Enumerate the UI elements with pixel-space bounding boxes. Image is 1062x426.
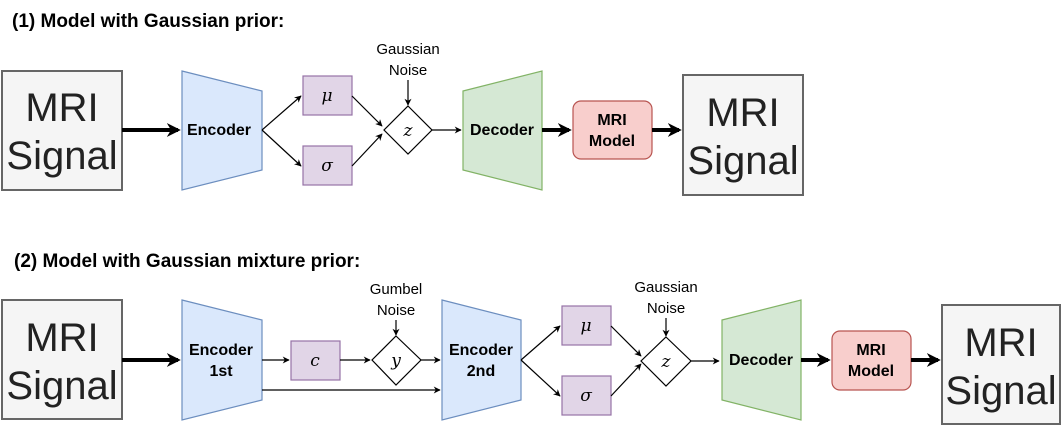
mri-model-line2: Model (589, 133, 635, 150)
input-signal-line1: MRI (25, 86, 98, 130)
arrow-sigma-to-z (351, 133, 383, 167)
encoder1-block: Encoder 1st (181, 299, 263, 421)
output-signal-box-2: MRI Signal (941, 304, 1061, 425)
arrow-encoder-to-mu (261, 95, 302, 131)
sigma-symbol: σ (321, 156, 333, 176)
section1-title: (1) Model with Gaussian prior: (12, 11, 284, 32)
z-node: z (383, 105, 433, 155)
z-node-2: z (640, 336, 692, 387)
gumbel-noise-label-line2: Noise (377, 302, 415, 319)
z-symbol-2: z (661, 352, 672, 372)
y-node: y (371, 335, 422, 386)
encoder-block: Encoder (181, 70, 263, 191)
output-signal-line1: MRI (706, 91, 779, 135)
mu-box: μ (302, 75, 353, 116)
arrow-sigma-to-z-2 (610, 363, 642, 397)
output-signal-line2: Signal (687, 139, 798, 183)
c-symbol: c (310, 351, 320, 371)
mri-model-2-line1: MRI (856, 342, 885, 359)
section-gaussian-prior: (1) Model with Gaussian prior: MRI Signa… (1, 11, 804, 196)
arrow-encoder2-to-mu (520, 325, 561, 361)
y-symbol: y (390, 351, 401, 371)
sigma-symbol-2: σ (580, 386, 592, 406)
gumbel-noise-label-line1: Gumbel (370, 281, 423, 298)
gaussian-noise-2-label-line2: Noise (647, 300, 685, 317)
mri-model-2-line2: Model (848, 363, 894, 380)
gaussian-noise-2-label-line1: Gaussian (634, 279, 697, 296)
mri-model-box-2: MRI Model (831, 330, 912, 391)
section-gaussian-mixture-prior: (2) Model with Gaussian mixture prior: M… (1, 251, 1061, 425)
sigma-box: σ (302, 145, 353, 186)
mri-model-box: MRI Model (572, 100, 653, 160)
encoder-label: Encoder (187, 122, 251, 139)
mu-symbol-2: μ (580, 316, 591, 336)
encoder2-label-line1: Encoder (449, 342, 513, 359)
output-signal-2-line1: MRI (964, 321, 1037, 365)
encoder1-label-line1: Encoder (189, 342, 253, 359)
z-symbol: z (403, 121, 414, 141)
mu-box-2: μ (561, 305, 612, 346)
decoder-2-label: Decoder (729, 352, 793, 369)
input-signal-line2: Signal (6, 134, 117, 178)
input-signal-box-2: MRI Signal (1, 299, 123, 420)
arrow-encoder2-to-sigma (520, 359, 561, 397)
arrow-mu-to-z (351, 95, 383, 127)
gaussian-noise-label-line1: Gaussian (376, 41, 439, 58)
c-box: c (290, 340, 341, 381)
encoder2-block: Encoder 2nd (441, 299, 522, 421)
section2-title: (2) Model with Gaussian mixture prior: (14, 251, 360, 272)
output-signal-box: MRI Signal (682, 74, 804, 196)
decoder-block: Decoder (462, 70, 543, 191)
output-signal-2-line2: Signal (945, 369, 1056, 413)
mu-symbol: μ (321, 86, 332, 106)
arrow-encoder-to-sigma (261, 129, 302, 167)
input-signal-2-line1: MRI (25, 316, 98, 360)
encoder2-label-line2: 2nd (467, 363, 495, 380)
arrow-mu-to-z-2 (610, 325, 642, 357)
input-signal-2-line2: Signal (6, 364, 117, 408)
decoder-block-2: Decoder (721, 299, 802, 421)
input-signal-box: MRI Signal (1, 70, 123, 191)
decoder-label: Decoder (470, 122, 534, 139)
sigma-box-2: σ (561, 375, 612, 416)
encoder1-label-line2: 1st (209, 363, 233, 380)
mri-model-line1: MRI (597, 112, 626, 129)
gaussian-noise-label-line2: Noise (389, 62, 427, 79)
